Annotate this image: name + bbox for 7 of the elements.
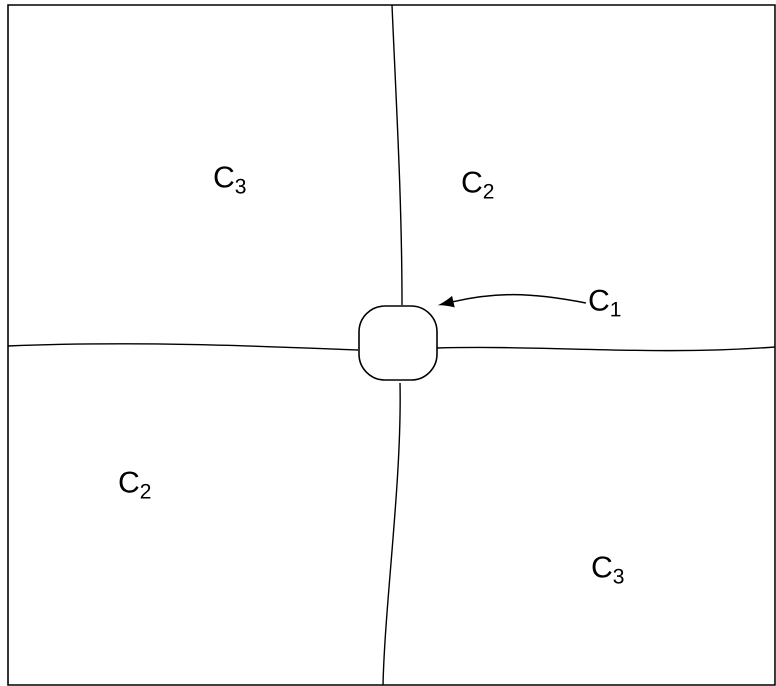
blob-shape	[358, 305, 438, 381]
region-label: C$_{2}$	[120, 471, 150, 499]
region-label: C$_{3}$	[214, 166, 246, 194]
region-label: C$_{3}$	[592, 556, 624, 584]
text-label: C$_{1}$	[590, 290, 620, 316]
region-label: C$_{2}$	[462, 171, 494, 199]
arrow	[440, 294, 586, 308]
